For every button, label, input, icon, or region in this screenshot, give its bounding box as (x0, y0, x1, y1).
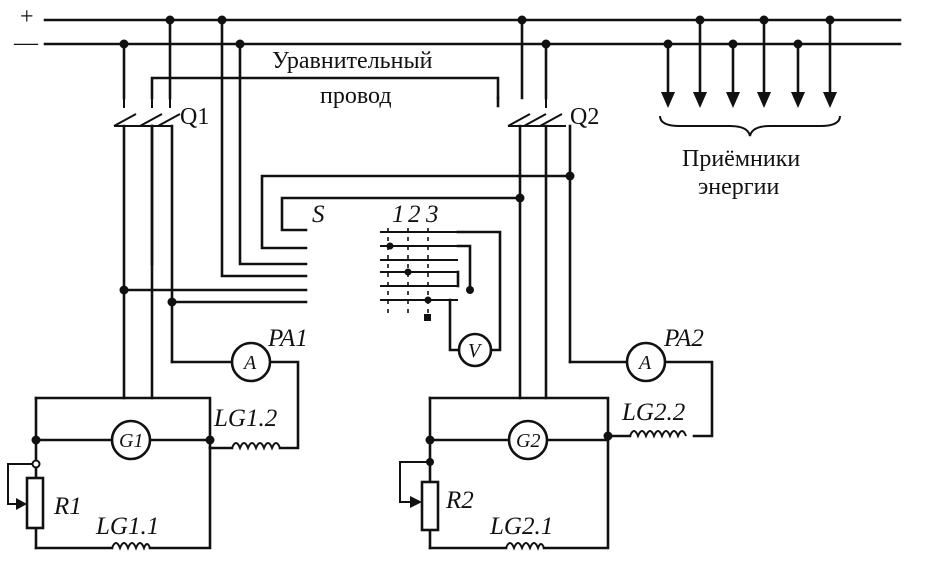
switch-pos-1: 1 (392, 201, 405, 228)
ammeter-pa2 (625, 341, 667, 383)
energy-consumers (659, 15, 841, 137)
equalizer-label-2: провод (320, 83, 392, 109)
consumers-label-1: Приёмники (682, 146, 800, 172)
switch-contact-grid (380, 228, 502, 352)
bus-bars (43, 18, 902, 46)
pa2-label: PA2 (663, 325, 704, 352)
voltmeter-symbol: V (468, 340, 483, 362)
switch-s-wiring (122, 15, 572, 304)
rheostat-r2 (399, 458, 440, 532)
winding-lg21-coil (505, 542, 545, 551)
generator1-wiring (31, 124, 300, 550)
g2-label: G2 (516, 430, 540, 452)
ammeter-pa2-symbol: A (637, 352, 652, 374)
ammeter-pa1 (230, 341, 272, 383)
winding-lg11-coil (111, 542, 151, 551)
switch-pos-3: 3 (425, 201, 439, 228)
lg11-label: LG1.1 (95, 513, 159, 540)
ammeter-pa1-symbol: A (242, 352, 257, 374)
breaker-q1 (113, 15, 181, 127)
switch-pos-2: 2 (408, 201, 421, 228)
pa1-label: PA1 (267, 325, 308, 352)
g1-label: G1 (119, 430, 143, 452)
lg12-label: LG1.2 (213, 405, 277, 432)
generator2-wiring (425, 124, 714, 550)
equalizer-label-1: Уравнительный (272, 48, 433, 74)
breaker-q2 (496, 15, 566, 127)
voltmeter (457, 332, 493, 368)
equalizer-wire (150, 76, 500, 100)
consumers-label-2: энергии (698, 174, 779, 200)
r1-label: R1 (53, 493, 82, 520)
rheostat-r1 (7, 459, 45, 530)
generator-g1 (110, 419, 152, 461)
q2-label: Q2 (570, 104, 599, 130)
q1-label: Q1 (180, 104, 209, 130)
winding-lg22-coil (629, 430, 687, 439)
bus-plus-label: + (20, 4, 34, 30)
switch-label: S (312, 201, 325, 228)
lg22-label: LG2.2 (621, 399, 685, 426)
winding-lg12-coil (231, 442, 281, 451)
r2-label: R2 (445, 487, 474, 514)
bus-minus-label: — (13, 30, 39, 56)
lg21-label: LG2.1 (489, 513, 553, 540)
generator-g2 (507, 419, 549, 461)
